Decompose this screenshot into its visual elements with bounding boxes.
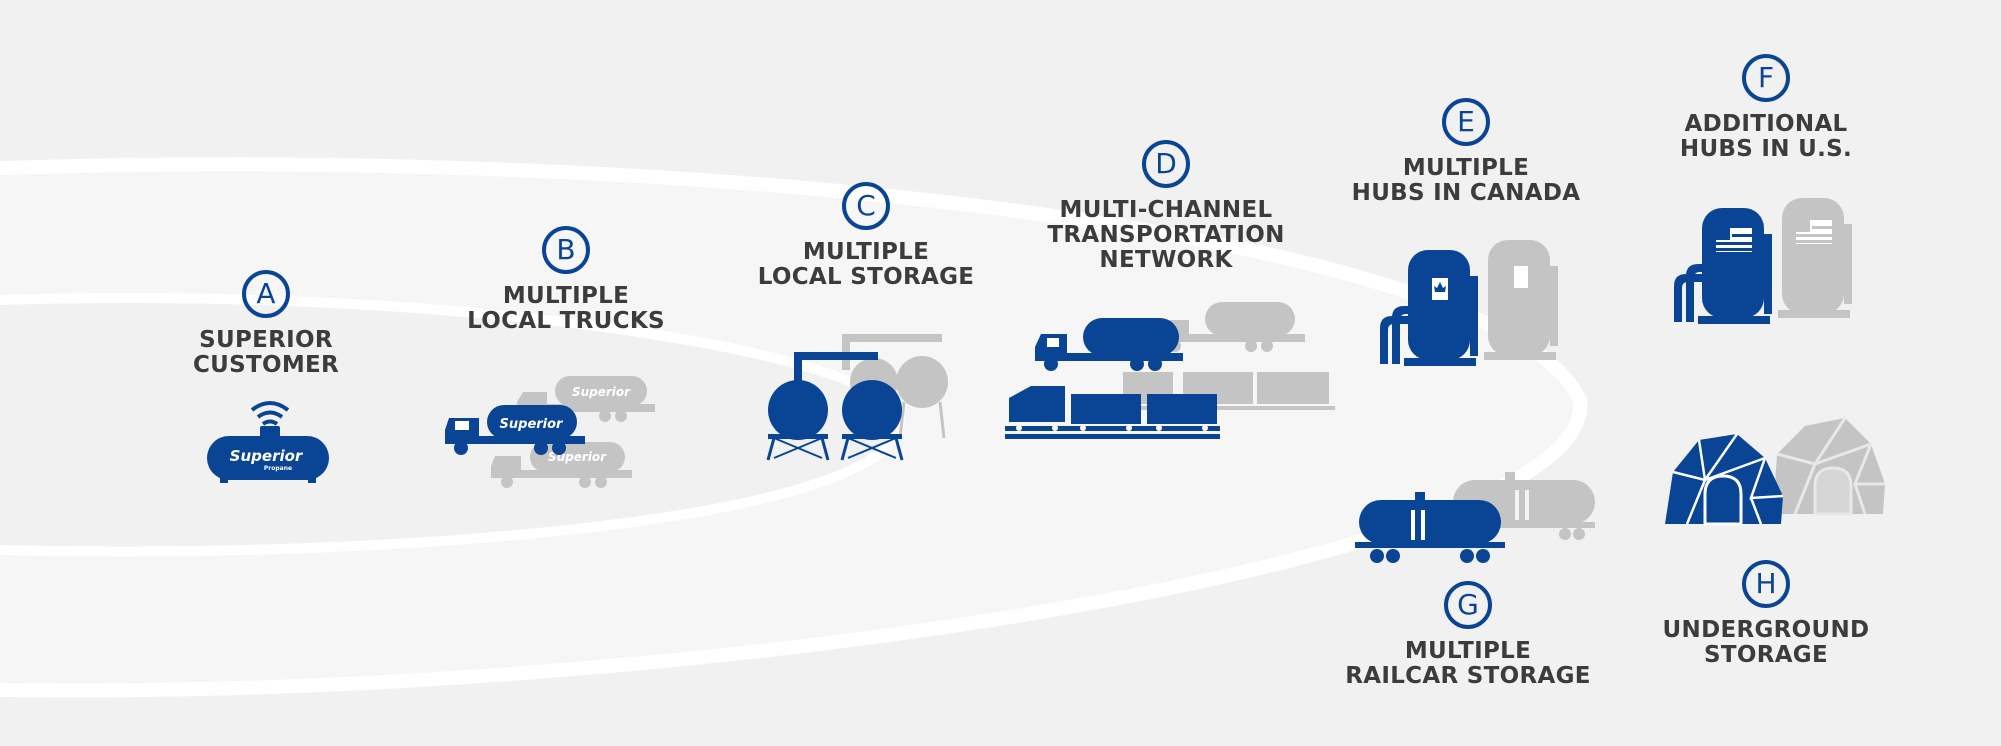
node-h: H UNDERGROUND STORAGE bbox=[1616, 560, 1916, 668]
railcar-icon bbox=[1355, 472, 1595, 563]
label-h: UNDERGROUND STORAGE bbox=[1616, 618, 1916, 668]
badge-c: C bbox=[842, 182, 890, 230]
label-d-line-1: MULTI-CHANNEL bbox=[1059, 197, 1273, 223]
svg-text:Superior: Superior bbox=[230, 447, 304, 465]
svg-text:Superior: Superior bbox=[572, 385, 631, 399]
node-f: F ADDITIONAL HUBS IN U.S. bbox=[1616, 54, 1916, 162]
label-b: MULTIPLE LOCAL TRUCKS bbox=[416, 284, 716, 334]
node-a: A SUPERIOR CUSTOMER bbox=[116, 270, 416, 378]
storage-sphere-icon bbox=[766, 334, 948, 461]
propane-tank-icon: Superior Propane bbox=[207, 401, 329, 483]
label-a-line-1: SUPERIOR bbox=[199, 327, 333, 353]
label-e-line-2: HUBS IN CANADA bbox=[1351, 180, 1581, 206]
label-b-line-1: MULTIPLE bbox=[502, 283, 630, 309]
label-f-line-1: ADDITIONAL bbox=[1684, 111, 1848, 137]
label-f: ADDITIONAL HUBS IN U.S. bbox=[1616, 112, 1916, 162]
label-a: SUPERIOR CUSTOMER bbox=[116, 328, 416, 378]
label-d: MULTI-CHANNEL TRANSPORTATION NETWORK bbox=[1016, 198, 1316, 273]
badge-a: A bbox=[242, 270, 290, 318]
train-and-truck-icon bbox=[1005, 302, 1335, 439]
badge-e: E bbox=[1442, 98, 1490, 146]
label-c: MULTIPLE LOCAL STORAGE bbox=[716, 240, 1016, 290]
label-a-line-2: CUSTOMER bbox=[192, 352, 340, 378]
badge-h: H bbox=[1742, 560, 1790, 608]
label-d-line-3: NETWORK bbox=[1099, 247, 1233, 273]
us-hub-icon bbox=[1674, 198, 1852, 324]
label-h-line-1: UNDERGROUND bbox=[1662, 617, 1870, 643]
badge-b: B bbox=[542, 226, 590, 274]
node-b: B MULTIPLE LOCAL TRUCKS bbox=[416, 226, 716, 334]
label-e: MULTIPLE HUBS IN CANADA bbox=[1316, 156, 1616, 206]
badge-d: D bbox=[1142, 140, 1190, 188]
svg-text:Propane: Propane bbox=[264, 465, 292, 472]
label-g-line-2: RAILCAR STORAGE bbox=[1345, 663, 1591, 689]
label-c-line-1: MULTIPLE bbox=[802, 239, 930, 265]
label-f-line-2: HUBS IN U.S. bbox=[1679, 136, 1853, 162]
label-b-line-2: LOCAL TRUCKS bbox=[467, 308, 665, 334]
node-d: D MULTI-CHANNEL TRANSPORTATION NETWORK bbox=[1016, 140, 1316, 273]
label-e-line-1: MULTIPLE bbox=[1402, 155, 1530, 181]
label-g-line-1: MULTIPLE bbox=[1404, 638, 1532, 664]
label-c-line-2: LOCAL STORAGE bbox=[757, 264, 975, 290]
cavern-icon bbox=[1665, 417, 1885, 526]
delivery-truck-icon: Superior Superior Superior bbox=[445, 376, 655, 488]
label-h-line-2: STORAGE bbox=[1703, 642, 1828, 668]
node-e: E MULTIPLE HUBS IN CANADA bbox=[1316, 98, 1616, 206]
badge-f: F bbox=[1742, 54, 1790, 102]
svg-text:Superior: Superior bbox=[500, 417, 565, 432]
node-c: C MULTIPLE LOCAL STORAGE bbox=[716, 182, 1016, 290]
label-g: MULTIPLE RAILCAR STORAGE bbox=[1318, 639, 1618, 689]
canada-hub-icon bbox=[1380, 240, 1558, 366]
node-g: G MULTIPLE RAILCAR STORAGE bbox=[1318, 581, 1618, 689]
label-d-line-2: TRANSPORTATION bbox=[1047, 222, 1285, 248]
badge-g: G bbox=[1444, 581, 1492, 629]
